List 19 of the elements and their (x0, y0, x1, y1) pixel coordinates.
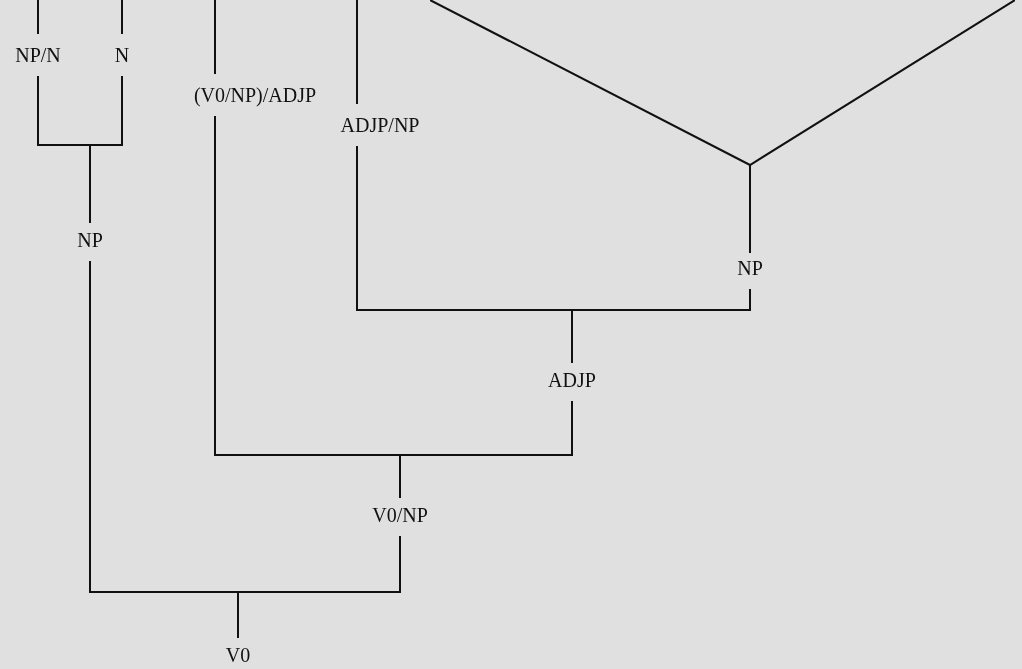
category-label: N (114, 42, 130, 68)
tree-branch (571, 288, 751, 364)
category-label: (V0/NP)/ADJP (193, 82, 317, 108)
category-label: V0/NP (372, 502, 428, 528)
tree-branch (37, 0, 39, 35)
tree-branch (356, 0, 358, 105)
tree-branch (89, 75, 123, 224)
category-label: NP (77, 227, 103, 253)
tree-branch (399, 400, 573, 499)
tree-branch (749, 164, 751, 254)
category-label: ADJP/NP (340, 112, 420, 138)
category-label: V0 (225, 642, 251, 668)
category-label: ADJP (548, 367, 596, 393)
tree-branch (237, 535, 401, 639)
tree-branch (214, 0, 216, 75)
triangle-drawing (430, 0, 1015, 167)
tree-branch (121, 0, 123, 35)
category-label: NP/N (15, 42, 61, 68)
category-label: NP (737, 255, 763, 281)
